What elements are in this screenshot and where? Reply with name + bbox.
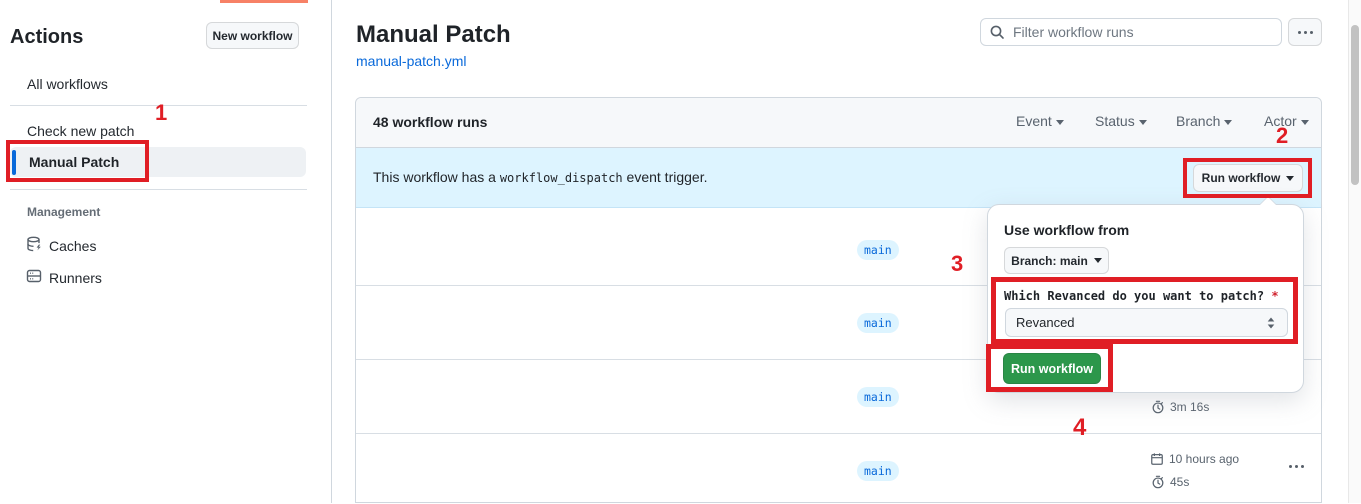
actions-tab-underline bbox=[220, 0, 308, 3]
revanced-select[interactable]: Revanced bbox=[1005, 308, 1288, 337]
chevron-down-icon bbox=[1093, 258, 1102, 263]
run-options-kebab-button[interactable] bbox=[1281, 456, 1311, 476]
sidebar-item-caches-label: Caches bbox=[49, 237, 97, 254]
branch-badge[interactable]: main bbox=[857, 387, 899, 407]
use-workflow-from-label: Use workflow from bbox=[1004, 222, 1130, 238]
sidebar-item-manual-patch[interactable] bbox=[10, 147, 306, 177]
workflow-more-options-button[interactable] bbox=[1288, 18, 1322, 46]
workflow-input-label: Which Revanced do you want to patch? * bbox=[1004, 289, 1279, 303]
run-workflow-dropdown-button[interactable]: Run workflow bbox=[1193, 164, 1303, 192]
sidebar-divider bbox=[10, 189, 307, 190]
chevron-down-icon bbox=[1286, 175, 1295, 181]
sidebar-divider bbox=[10, 105, 307, 106]
sidebar-item-manual-patch-label: Manual Patch bbox=[29, 154, 120, 170]
sidebar-item-runners-label: Runners bbox=[49, 269, 102, 286]
stopwatch-icon bbox=[1151, 400, 1165, 414]
notice-text: This workflow has a workflow_dispatch ev… bbox=[373, 169, 708, 185]
runs-list-header: 48 workflow runs Event Status Branch Act… bbox=[356, 98, 1321, 148]
stopwatch-icon bbox=[1151, 475, 1165, 489]
branch-badge[interactable]: main bbox=[857, 461, 899, 481]
row-divider bbox=[356, 359, 1321, 360]
chevron-down-icon bbox=[1224, 119, 1233, 125]
run-workflow-submit-button[interactable]: Run workflow bbox=[1003, 353, 1101, 384]
filter-event-dropdown[interactable]: Event bbox=[1016, 113, 1064, 129]
code-span: workflow_dispatch bbox=[499, 171, 623, 185]
row-divider bbox=[356, 433, 1321, 434]
run-date: 10 hours ago bbox=[1150, 452, 1239, 466]
run-duration: 3m 16s bbox=[1151, 400, 1209, 414]
kebab-icon bbox=[1297, 30, 1313, 34]
workflow-runs-card: 48 workflow runs Event Status Branch Act… bbox=[355, 97, 1322, 503]
sidebar-title: Actions bbox=[10, 26, 84, 48]
sidebar-item-all-workflows[interactable]: All workflows bbox=[27, 76, 108, 92]
sidebar-item-runners[interactable]: Runners bbox=[26, 268, 102, 287]
filter-workflow-runs-search[interactable] bbox=[980, 18, 1282, 46]
active-item-accent-bar bbox=[12, 150, 16, 175]
page-scrollbar-track[interactable] bbox=[1348, 0, 1361, 503]
chevron-down-icon bbox=[1300, 119, 1309, 125]
runners-icon bbox=[26, 268, 42, 287]
page-title: Manual Patch bbox=[356, 21, 511, 48]
branch-badge[interactable]: main bbox=[857, 313, 899, 333]
workflow-runs-count: 48 workflow runs bbox=[373, 114, 488, 130]
workflow-dispatch-notice: This workflow has a workflow_dispatch ev… bbox=[356, 148, 1321, 208]
branch-badge[interactable]: main bbox=[857, 240, 899, 260]
search-input[interactable] bbox=[1013, 24, 1273, 40]
branch-selector-button[interactable]: Branch: main bbox=[1004, 247, 1109, 274]
page-scrollbar-thumb[interactable] bbox=[1351, 25, 1359, 185]
new-workflow-button[interactable]: New workflow bbox=[206, 22, 299, 49]
run-duration: 45s bbox=[1151, 475, 1189, 489]
calendar-icon bbox=[1150, 452, 1164, 466]
row-divider bbox=[356, 285, 1321, 286]
management-section-label: Management bbox=[27, 205, 101, 219]
kebab-icon bbox=[1288, 464, 1304, 468]
workflow-file-link[interactable]: manual-patch.yml bbox=[356, 53, 467, 69]
filter-status-dropdown[interactable]: Status bbox=[1095, 113, 1147, 129]
actions-sidebar: Actions New workflow All workflows Check… bbox=[0, 0, 332, 503]
cache-icon bbox=[26, 236, 42, 255]
panel-caret bbox=[1260, 197, 1276, 205]
filter-actor-dropdown[interactable]: Actor bbox=[1264, 113, 1309, 129]
run-workflow-panel: Use workflow from Branch: main Which Rev… bbox=[987, 197, 1304, 393]
sidebar-item-check-new-patch[interactable]: Check new patch bbox=[27, 123, 135, 139]
sidebar-item-caches[interactable]: Caches bbox=[26, 236, 96, 255]
chevron-down-icon bbox=[1055, 119, 1064, 125]
search-icon bbox=[989, 24, 1005, 40]
required-asterisk: * bbox=[1271, 289, 1279, 303]
select-arrows-icon bbox=[1265, 316, 1277, 330]
chevron-down-icon bbox=[1138, 119, 1147, 125]
filter-branch-dropdown[interactable]: Branch bbox=[1176, 113, 1233, 129]
workflow-run-row[interactable] bbox=[356, 434, 1321, 504]
